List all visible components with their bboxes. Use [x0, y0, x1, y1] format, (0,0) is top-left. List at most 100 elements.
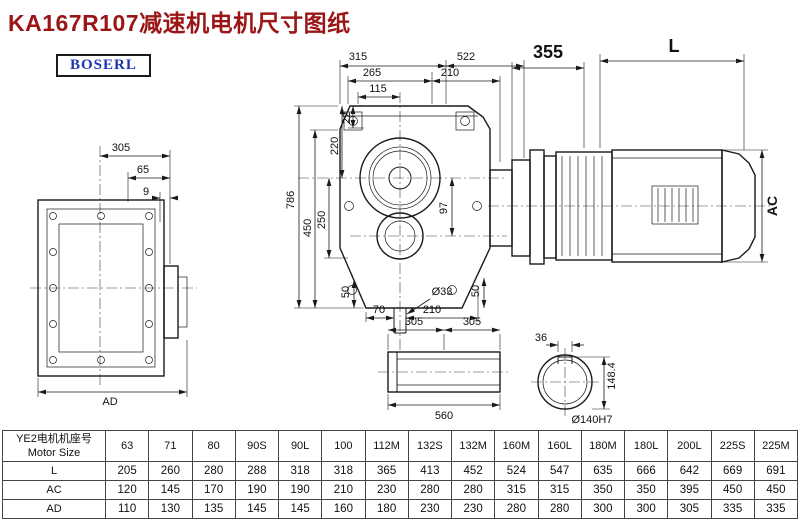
table-cell: 642: [667, 461, 712, 481]
dim-label-522: 522: [457, 51, 475, 63]
dim-label-560: 560: [435, 410, 453, 422]
table-cell: 120: [104, 480, 150, 500]
shaft-view: 305 305 560: [378, 316, 510, 422]
row-label: AC: [2, 480, 106, 500]
dim-label-220: 220: [329, 137, 341, 155]
front-view: 315 522 265 210 115 786 450 250 220 22 9…: [285, 51, 525, 350]
table-cell: 318: [277, 461, 323, 481]
table-cell: 180: [364, 499, 409, 519]
dim-label-250: 250: [316, 211, 328, 229]
dim-label-315: 315: [349, 51, 367, 63]
technical-drawing: 305 65 9 AD 315 522: [30, 36, 780, 426]
size-column-header: 132M: [450, 430, 496, 462]
size-column-header: 200L: [667, 430, 712, 462]
dim-label-L: L: [669, 36, 680, 56]
table-cell: 524: [494, 461, 539, 481]
table-cell: 288: [234, 461, 280, 481]
table-cell: 145: [234, 499, 280, 519]
size-column-header: 90L: [277, 430, 323, 462]
table-cell: 280: [450, 480, 496, 500]
dim-label-148-4: 148.4: [606, 362, 618, 390]
dim-label-50-right: 50: [470, 285, 482, 297]
size-column-header: 225S: [710, 430, 755, 462]
table-cell: 145: [277, 499, 323, 519]
table-cell: 635: [580, 461, 626, 481]
table-cell: 300: [580, 499, 626, 519]
table-cell: 335: [710, 499, 755, 519]
page-title: KA167R107减速机电机尺寸图纸: [8, 10, 351, 36]
table-cell: 230: [364, 480, 409, 500]
dim-label-AD: AD: [102, 396, 117, 408]
dim-label-305-b: 305: [463, 316, 481, 328]
table-cell: 210: [321, 480, 366, 500]
row-label: AD: [2, 499, 106, 519]
motor-view: 355 L AC: [488, 36, 780, 265]
table-cell: 280: [537, 499, 582, 519]
table-cell: 190: [234, 480, 280, 500]
size-column-header: 63: [104, 430, 150, 462]
size-column-header: 71: [148, 430, 193, 462]
table-cell: 305: [667, 499, 712, 519]
table-cell: 315: [537, 480, 582, 500]
dim-label-70: 70: [373, 304, 385, 316]
dim-label-50-left: 50: [340, 286, 352, 298]
size-column-header: 90S: [234, 430, 280, 462]
dim-label-305-side: 305: [112, 142, 130, 154]
size-column-header: 112M: [364, 430, 409, 462]
dim-label-355: 355: [533, 42, 563, 62]
table-cell: 452: [450, 461, 496, 481]
table-cell: 450: [753, 480, 799, 500]
size-column-header: 80: [191, 430, 236, 462]
size-column-header: 180L: [623, 430, 669, 462]
table-cell: 318: [321, 461, 366, 481]
brand-logo: BOSERL: [56, 54, 151, 77]
dim-label-210-bottom: 210: [423, 304, 441, 316]
table-cell: 413: [407, 461, 453, 481]
table-cell: 547: [537, 461, 582, 481]
side-view: 305 65 9 AD: [30, 142, 197, 408]
table-cell: 170: [191, 480, 236, 500]
bore-view: 36 148.4 Ø140H7: [531, 332, 618, 426]
table-cell: 110: [104, 499, 150, 519]
row-label: L: [2, 461, 106, 481]
table-cell: 190: [277, 480, 323, 500]
dim-label-140H7: Ø140H7: [572, 414, 613, 426]
dim-label-450: 450: [302, 219, 314, 237]
size-column-header: 132S: [407, 430, 453, 462]
table-cell: 315: [494, 480, 539, 500]
table-cell: 365: [364, 461, 409, 481]
table-cell: 691: [753, 461, 799, 481]
size-column-header: 160L: [537, 430, 582, 462]
table-cell: 335: [753, 499, 799, 519]
dim-label-9: 9: [143, 186, 149, 198]
dim-label-305-a: 305: [405, 316, 423, 328]
table-cell: 300: [623, 499, 669, 519]
table-cell: 230: [407, 499, 453, 519]
table-cell: 280: [407, 480, 453, 500]
table-cell: 450: [710, 480, 755, 500]
table-cell: 666: [623, 461, 669, 481]
table-cell: 350: [623, 480, 669, 500]
dim-label-AC: AC: [764, 196, 780, 216]
table-cell: 205: [104, 461, 150, 481]
size-column-header: 100: [321, 430, 366, 462]
size-column-header: 180M: [580, 430, 626, 462]
dim-label-d33: Ø33: [432, 286, 453, 298]
dim-label-22: 22: [341, 112, 353, 124]
table-cell: 160: [321, 499, 366, 519]
table-cell: 350: [580, 480, 626, 500]
dim-label-786: 786: [285, 191, 297, 209]
table-cell: 395: [667, 480, 712, 500]
dim-label-265: 265: [363, 67, 381, 79]
table-cell: 230: [450, 499, 496, 519]
dim-label-36: 36: [535, 332, 547, 344]
table-cell: 280: [494, 499, 539, 519]
size-column-header: 225M: [753, 430, 799, 462]
dim-label-210-top: 210: [441, 67, 459, 79]
